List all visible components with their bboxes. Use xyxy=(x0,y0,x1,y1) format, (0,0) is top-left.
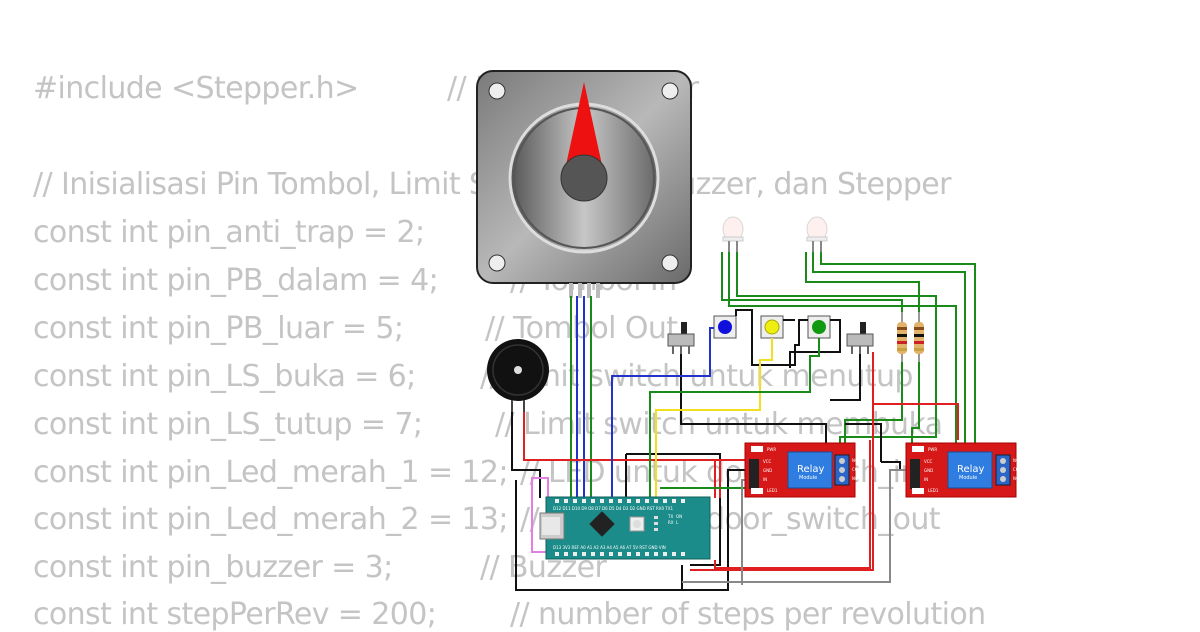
arduino-led-rx: RX xyxy=(668,520,674,525)
code-line-12: const int stepPerRev = 200; xyxy=(33,597,437,632)
resistor-2 xyxy=(914,312,924,362)
buzzer xyxy=(487,339,549,412)
arduino-nano: D12 D11 D10 D9 D8 D7 D6 D5 D4 D3 D2 GND … xyxy=(539,496,711,560)
pushbutton-green[interactable] xyxy=(807,315,831,339)
relay-1-gnd: GND xyxy=(763,468,772,473)
arduino-top-pins xyxy=(555,499,685,503)
limit-switch-2[interactable] xyxy=(846,322,874,354)
arduino-top-labels: D12 D11 D10 D9 D8 D7 D6 D5 D4 D3 D2 GND … xyxy=(553,506,673,511)
relay-2-subtitle: Module xyxy=(959,475,977,481)
stepper-needle xyxy=(566,82,602,165)
relay-module-1: Relay Module PWR VCC GND IN LED1 NO COM … xyxy=(744,442,862,498)
relay-2-nc: NC xyxy=(1013,476,1019,481)
relay-1-no: NO xyxy=(852,458,858,463)
pushbutton-blue[interactable] xyxy=(713,315,737,339)
relay-1-subtitle: Module xyxy=(799,475,817,481)
relay-module-2: Relay Module PWR VCC GND IN LED1 NO COM … xyxy=(905,442,1023,498)
pushbutton-yellow[interactable] xyxy=(760,315,784,339)
code-line-5: const int pin_PB_dalam = 4; xyxy=(33,263,439,298)
led-red-1 xyxy=(722,216,744,252)
code-line-9: const int pin_Led_merah_1 = 12; xyxy=(33,455,509,490)
relay-1-led: LED1 xyxy=(767,488,778,493)
limit-switch-1[interactable] xyxy=(667,322,695,354)
relay-1-pwr: PWR xyxy=(767,447,776,452)
code-line-8: const int pin_LS_tutup = 7; xyxy=(33,407,423,442)
relay-2-gnd: GND xyxy=(924,468,933,473)
relay-2-pwr: PWR xyxy=(928,447,937,452)
stepper-motor xyxy=(476,70,692,298)
relay-2-vcc: VCC xyxy=(924,459,933,464)
code-line-7: const int pin_LS_buka = 6; xyxy=(33,359,416,394)
code-line-6: const int pin_PB_luar = 5; xyxy=(33,311,404,346)
arduino-led-on: ON xyxy=(676,514,682,519)
relay-2-no: NO xyxy=(1013,458,1019,463)
circuit-wires xyxy=(511,252,976,591)
relay-1-vcc: VCC xyxy=(763,459,772,464)
resistor-1 xyxy=(897,312,907,362)
relay-1-title: Relay xyxy=(797,464,825,475)
relay-2-com: COM xyxy=(1013,467,1023,472)
arduino-led-l: L xyxy=(676,520,679,525)
code-comment-6: // Tombol Out xyxy=(485,311,678,346)
relay-2-title: Relay xyxy=(957,464,985,475)
relay-1-in: IN xyxy=(763,477,767,482)
code-line-1: #include <Stepper.h> xyxy=(33,71,359,106)
stepper-wires xyxy=(570,296,592,498)
code-line-4: const int pin_anti_trap = 2; xyxy=(33,215,425,250)
relay-2-led: LED1 xyxy=(928,488,939,493)
arduino-led-tx: TX xyxy=(667,514,673,519)
led-red-2 xyxy=(806,216,828,252)
relay-1-com: COM xyxy=(852,467,862,472)
arduino-bottom-labels: D13 3V3 REF A0 A1 A2 A3 A4 A5 A6 A7 5V R… xyxy=(553,545,666,550)
code-comment-12: // number of steps per revolution xyxy=(510,597,986,632)
code-line-11: const int pin_buzzer = 3; xyxy=(33,550,393,585)
arduino-bottom-pins xyxy=(555,552,685,556)
code-line-10: const int pin_Led_merah_2 = 13; xyxy=(33,502,509,537)
relay-2-in: IN xyxy=(924,477,928,482)
relay-1-nc: NC xyxy=(852,476,858,481)
